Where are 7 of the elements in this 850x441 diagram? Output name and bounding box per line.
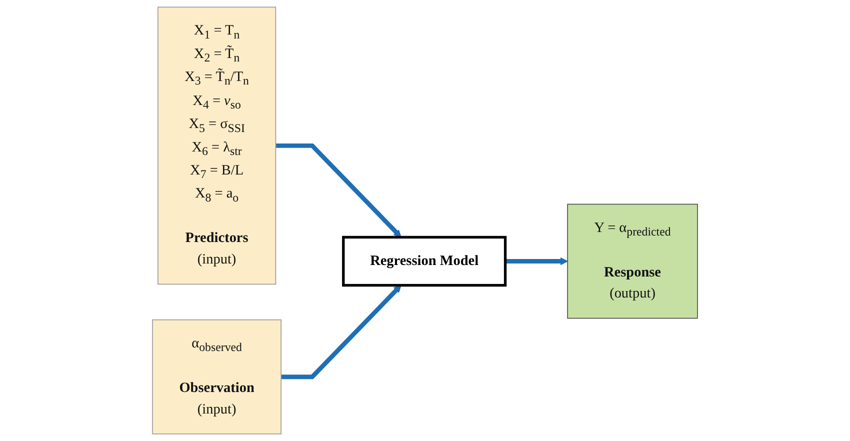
- arrow: [505, 257, 568, 266]
- node-box: Regression Model: [342, 236, 507, 287]
- node-box: α$_{observed}$ Observation (input): [152, 319, 282, 434]
- node-box: X$_{1}$ = T$_{n}$ X$_{2}$ = T̃$_{n}$ X$_{3}$ = T̃$_{n}$/T$_{n}$ X$_{4}$ = v$_{so}$ X$_{5}$ = σ$_{SSI}$ X$_{6}$ = λ$_{str}$ X$_{7}$ = B/L X$_{8}$ = a$_{o}$ Predictors (input): [157, 6, 276, 285]
- node-box: Y = α$_{predicted}$ Response (output): [567, 204, 698, 319]
- arrow: [276, 143, 402, 238]
- arrow: [281, 284, 402, 380]
